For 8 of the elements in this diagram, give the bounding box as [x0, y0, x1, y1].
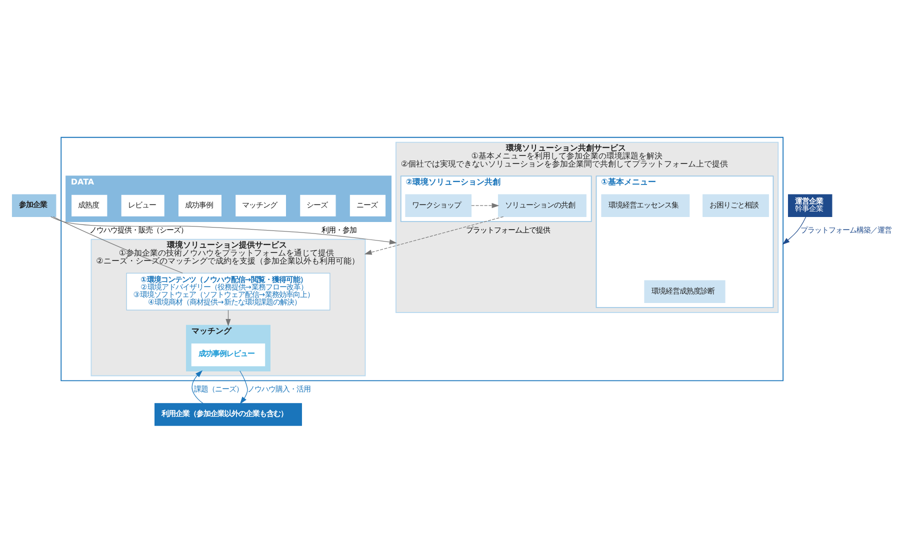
connector	[52, 216, 182, 274]
arrow	[50, 216, 396, 245]
arrow	[782, 216, 806, 245]
arrow	[364, 216, 504, 255]
arrow	[191, 370, 203, 404]
arrow	[239, 370, 248, 404]
arrow	[470, 203, 499, 208]
cluster	[60, 136, 784, 382]
